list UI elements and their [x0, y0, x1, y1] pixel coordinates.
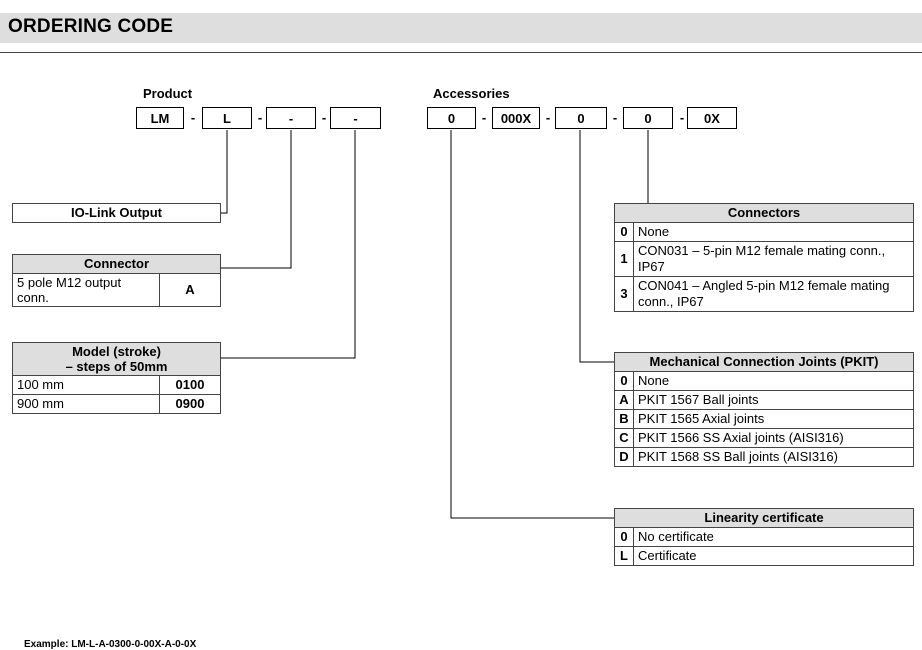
table-row: 0 None — [614, 222, 914, 242]
option-code: A — [159, 273, 221, 307]
table-row: 100 mm 0100 — [12, 375, 221, 395]
page-title: ORDERING CODE — [8, 16, 174, 37]
table-row: L Certificate — [614, 546, 914, 566]
option-code: 3 — [614, 276, 634, 312]
connector-table: Connector 5 pole M12 output conn. A — [12, 254, 221, 307]
model-title: Model (stroke) – steps of 50mm — [12, 342, 221, 376]
section-header: ORDERING CODE — [0, 13, 922, 43]
dash: - — [612, 110, 618, 125]
table-row: 1 CON031 – 5-pin M12 female mating conn.… — [614, 241, 914, 277]
option-desc: Certificate — [633, 546, 914, 566]
option-code: A — [614, 390, 634, 410]
table-row: 3 CON041 – Angled 5-pin M12 female matin… — [614, 276, 914, 312]
io-link-output-title: IO-Link Output — [12, 203, 221, 223]
connector-title: Connector — [12, 254, 221, 274]
pkit-table: Mechanical Connection Joints (PKIT) 0 No… — [614, 352, 914, 467]
accessory-code-0x: 0X — [687, 107, 737, 129]
option-code: 0 — [614, 371, 634, 391]
option-desc: No certificate — [633, 527, 914, 547]
accessory-code-connectors: 0 — [623, 107, 673, 129]
table-row: A PKIT 1567 Ball joints — [614, 390, 914, 410]
option-desc: None — [633, 371, 914, 391]
option-code: 1 — [614, 241, 634, 277]
option-code: 0 — [614, 222, 634, 242]
product-code-connector: - — [266, 107, 316, 129]
accessory-code-000x: 000X — [492, 107, 540, 129]
option-desc: PKIT 1565 Axial joints — [633, 409, 914, 429]
example-code: Example: LM-L-A-0300-0-00X-A-0-0X — [24, 639, 197, 650]
dash: - — [545, 110, 551, 125]
option-desc: PKIT 1567 Ball joints — [633, 390, 914, 410]
option-code: 0 — [614, 527, 634, 547]
option-desc: 5 pole M12 output conn. — [12, 273, 160, 307]
io-link-output-table: IO-Link Output — [12, 203, 221, 223]
accessory-code-linearity: 0 — [427, 107, 476, 129]
option-code: B — [614, 409, 634, 429]
dash: - — [190, 110, 196, 125]
linearity-table: Linearity certificate 0 No certificate L… — [614, 508, 914, 566]
option-desc: 900 mm — [12, 394, 160, 414]
option-desc: PKIT 1568 SS Ball joints (AISI316) — [633, 447, 914, 467]
linearity-title: Linearity certificate — [614, 508, 914, 528]
option-desc: CON041 – Angled 5-pin M12 female mating … — [633, 276, 914, 312]
option-code: L — [614, 546, 634, 566]
pkit-title: Mechanical Connection Joints (PKIT) — [614, 352, 914, 372]
option-code: C — [614, 428, 634, 448]
table-row: B PKIT 1565 Axial joints — [614, 409, 914, 429]
model-title-line1: Model (stroke) — [72, 344, 161, 359]
table-row: C PKIT 1566 SS Axial joints (AISI316) — [614, 428, 914, 448]
connectors-title: Connectors — [614, 203, 914, 223]
model-title-line2: – steps of 50mm — [65, 359, 168, 374]
header-divider — [0, 52, 922, 53]
option-desc: PKIT 1566 SS Axial joints (AISI316) — [633, 428, 914, 448]
product-label: Product — [143, 86, 193, 101]
dash: - — [481, 110, 487, 125]
line-linearity — [450, 130, 614, 519]
line-io-link — [221, 130, 228, 214]
accessories-label: Accessories — [433, 86, 510, 101]
option-desc: None — [633, 222, 914, 242]
table-row: D PKIT 1568 SS Ball joints (AISI316) — [614, 447, 914, 467]
table-row: 0 None — [614, 371, 914, 391]
table-row: 0 No certificate — [614, 527, 914, 547]
model-stroke-table: Model (stroke) – steps of 50mm 100 mm 01… — [12, 342, 221, 414]
option-code: 0100 — [159, 375, 221, 395]
product-code-l: L — [202, 107, 252, 129]
product-code-model: - — [330, 107, 381, 129]
option-desc: 100 mm — [12, 375, 160, 395]
accessory-code-pkit: 0 — [555, 107, 607, 129]
option-code: 0900 — [159, 394, 221, 414]
dash: - — [321, 110, 327, 125]
table-row: 5 pole M12 output conn. A — [12, 273, 221, 307]
connectors-table: Connectors 0 None 1 CON031 – 5-pin M12 f… — [614, 203, 914, 312]
line-model — [221, 130, 356, 359]
dash: - — [257, 110, 263, 125]
option-code: D — [614, 447, 634, 467]
dash: - — [679, 110, 685, 125]
line-pkit — [579, 130, 614, 363]
product-code-lm: LM — [136, 107, 184, 129]
line-connector — [221, 130, 292, 269]
table-row: 900 mm 0900 — [12, 394, 221, 414]
option-desc: CON031 – 5-pin M12 female mating conn., … — [633, 241, 914, 277]
